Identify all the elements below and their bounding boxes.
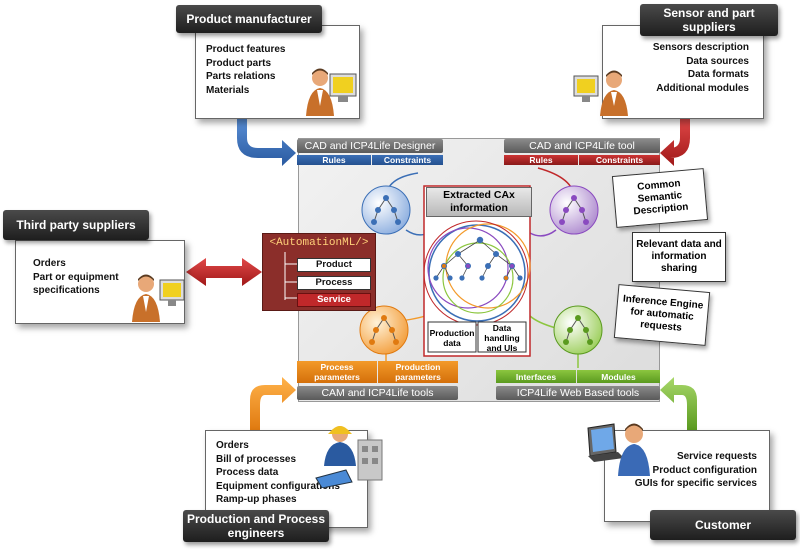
list-item: Data sources [686,55,749,67]
customer-laptop-icon [587,423,650,476]
red-double-arrow [186,258,262,286]
data-handling-box: Data handling and UIs [484,323,520,353]
automationml-connectors [284,252,297,300]
aml-product-item: Product [297,258,371,272]
list-item: Sensors description [652,42,749,53]
list-item: specifications [33,285,100,296]
list-item: Parts relations [206,71,276,82]
red-arrow-top [660,118,690,166]
aml-service-item: Service [297,293,371,307]
constraints-label-right: Constraints [579,155,660,165]
list-item: Additional modules [656,82,749,94]
sensor-suppliers-label: Sensor and part suppliers [640,4,778,36]
constraints-label-left: Constraints [372,155,443,165]
web-tools-title: ICP4Life Web Based tools [496,386,660,400]
list-item: Orders [33,258,66,269]
list-item: Ramp-up phases [216,494,297,505]
person-computer-icon [306,68,357,116]
customer-label: Customer [650,510,796,540]
product-manufacturer-items: Product features Product parts Parts rel… [206,43,285,97]
extracted-cax-label: Extracted CAx information [426,187,532,217]
rules-label-left: Rules [297,155,371,165]
list-item: Orders [216,440,249,451]
purple-node-circle [549,185,599,235]
blue-node-circle [361,185,411,235]
aml-process-item: Process [297,276,371,290]
list-item: Equipment configurations [216,480,340,492]
third-party-items: Orders Part or equipment specifications [33,257,119,298]
list-item: Product features [206,44,286,55]
orange-arrow [250,377,296,430]
list-item: Product parts [206,57,272,69]
production-engineers-items: Orders Bill of processes Process data Eq… [216,439,340,507]
engineer-icon [315,426,383,488]
sensor-suppliers-items: Sensors description Data sources Data fo… [653,41,749,95]
green-arrow [660,377,697,430]
process-parameters-label: Process parameters [297,361,377,383]
person-computer-icon [573,70,628,116]
relevant-data-note: Relevant data and information sharing [632,232,726,282]
cad-tool-title: CAD and ICP4Life tool [504,139,660,153]
cad-designer-title: CAD and ICP4Life Designer [297,139,443,153]
list-item: Process data [216,467,279,478]
production-engineers-label: Production and Process engineers [183,510,329,542]
automationml-title: <AutomationML/> [269,237,369,249]
production-parameters-label: Production parameters [378,361,458,383]
list-item: Bill of processes [216,453,297,465]
production-data-box: Production data [429,328,475,348]
person-computer-icon [132,274,185,322]
automationml-box: <AutomationML/> Product Process Service [262,233,376,311]
customer-items: Service requests Product configuration G… [635,450,757,491]
product-manufacturer-label: Product manufacturer [176,5,322,33]
orange-node-circle [359,305,409,355]
list-item: GUIs for specific services [634,478,757,489]
inference-engine-note: Inference Engine for automatic requests [613,284,711,346]
modules-label: Modules [577,370,660,383]
green-node-circle [553,305,603,355]
semantic-description-note: Common Semantic Description [611,168,709,228]
blue-arrow [237,118,296,166]
list-item: Materials [206,84,250,96]
list-item: Service requests [676,451,757,462]
product-manufacturer-note [195,25,360,119]
interfaces-label: Interfaces [496,370,576,383]
cam-tools-title: CAM and ICP4Life tools [297,386,458,400]
list-item: Data formats [687,69,749,80]
list-item: Part or equipment [33,271,119,283]
third-party-label: Third party suppliers [3,210,149,240]
rules-label-right: Rules [504,155,578,165]
list-item: Product configuration [652,464,757,476]
